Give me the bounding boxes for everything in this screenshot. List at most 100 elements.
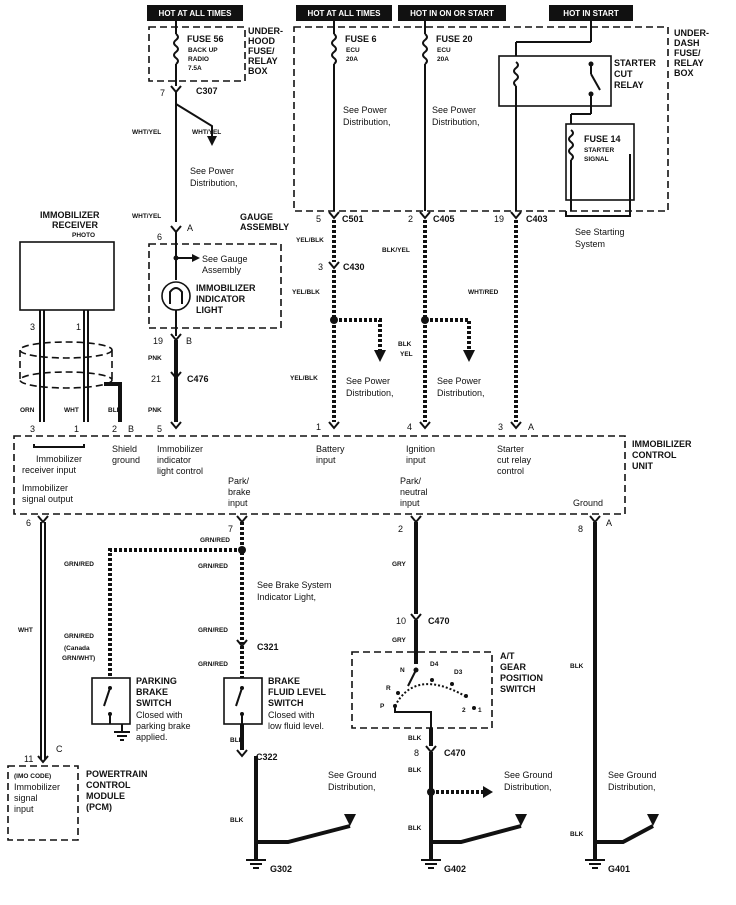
header-label: HOT AT ALL TIMES bbox=[159, 9, 233, 18]
connector-symbol bbox=[236, 749, 248, 758]
starter-cut-relay-label: RELAY bbox=[614, 80, 644, 90]
arrow-down-icon bbox=[374, 350, 386, 362]
icu-pin-desc: indicator bbox=[157, 455, 191, 465]
wire-color-label: YEL bbox=[400, 351, 413, 358]
arrow-down-icon bbox=[463, 350, 475, 362]
icu-pin-desc: Park/ bbox=[400, 476, 422, 486]
pcm-imo-code: (IMO CODE) bbox=[14, 773, 51, 780]
arrow-right-icon bbox=[192, 254, 200, 262]
brake-fluid-switch-title: BRAKE bbox=[268, 676, 300, 686]
wire-blk-ground-branch bbox=[595, 824, 654, 844]
immobilizer-indicator-light-label: INDICATOR bbox=[196, 294, 246, 304]
underhood-title: BOX bbox=[248, 66, 268, 76]
header-hot-in-start: HOT IN START bbox=[549, 5, 633, 21]
wire-color-label: WHT/YEL bbox=[132, 213, 161, 220]
icu-pin-desc: input bbox=[406, 455, 426, 465]
pin-label: 2 bbox=[112, 424, 117, 434]
connector-symbol bbox=[589, 515, 601, 524]
indicator-bulb-icon bbox=[161, 281, 191, 311]
parking-brake-switch-desc: applied. bbox=[136, 732, 168, 742]
connector-symbol bbox=[170, 421, 182, 430]
pin-label: 3 bbox=[498, 422, 503, 432]
pin-label: 7 bbox=[160, 88, 165, 98]
fuse-20-desc: ECU bbox=[437, 47, 451, 54]
pin-label: 2 bbox=[408, 214, 413, 224]
underdash-title: DASH bbox=[674, 38, 700, 48]
immobilizer-indicator-light-label: LIGHT bbox=[196, 305, 223, 315]
ref-ground-distribution: Distribution, bbox=[328, 782, 376, 792]
wire-color-label: GRN/RED bbox=[64, 633, 94, 640]
header-label: HOT IN START bbox=[563, 9, 619, 18]
connector-symbol bbox=[328, 261, 340, 270]
pcm-title: (PCM) bbox=[86, 802, 112, 812]
ground-g302: G302 bbox=[270, 864, 292, 874]
pin-label: B bbox=[186, 336, 192, 346]
pin-label: 2 bbox=[398, 524, 403, 534]
icu-pin-desc: input bbox=[316, 455, 336, 465]
wire-color-label: BLK bbox=[398, 341, 412, 348]
icu-pin-desc: input bbox=[228, 498, 248, 508]
wire-color-label: BLK bbox=[230, 737, 244, 744]
ref-power-distribution: See Power bbox=[343, 105, 387, 115]
wire-color-label: BLK bbox=[570, 663, 584, 670]
wire-color-label: WHT bbox=[64, 407, 79, 414]
ground-icon bbox=[114, 731, 130, 741]
ground-g401: G401 bbox=[608, 864, 630, 874]
connector-symbol bbox=[328, 421, 340, 430]
wire-color-label: GRN/RED bbox=[198, 661, 228, 668]
icu-pin-desc: Immobilizer bbox=[36, 454, 82, 464]
pin-label: 4 bbox=[407, 422, 412, 432]
pin-label: 6 bbox=[26, 518, 31, 528]
fuse-6-desc: ECU bbox=[346, 47, 360, 54]
wire-color-label: WHT bbox=[18, 627, 33, 634]
underhood-fuse-relay-box: FUSE 56 BACK UP RADIO 7.5A UNDER- HOOD F… bbox=[148, 21, 283, 86]
ref-ground-distribution: See Ground bbox=[328, 770, 377, 780]
wire-color-label: YEL/BLK bbox=[296, 237, 324, 244]
ground-icon bbox=[246, 859, 266, 869]
pin-label: 21 bbox=[151, 374, 161, 384]
connector-symbol bbox=[419, 211, 431, 220]
underhood-title: HOOD bbox=[248, 36, 276, 46]
wire-color-label: BLK bbox=[230, 817, 244, 824]
icu-pin-desc: Ground bbox=[573, 498, 603, 508]
header-hot-in-on-or-start: HOT IN ON OR START bbox=[398, 5, 506, 21]
icu-title: IMMOBILIZER bbox=[632, 439, 692, 449]
pin-label: 3 bbox=[318, 262, 323, 272]
gear-position-p: P bbox=[380, 703, 385, 710]
wire-yel-blk-branch bbox=[334, 318, 382, 350]
ground-g402: G402 bbox=[444, 864, 466, 874]
pin-label: A bbox=[187, 223, 193, 233]
gear-switch-title: POSITION bbox=[500, 673, 543, 683]
wire-color-label: GRN/RED bbox=[200, 537, 230, 544]
bracket bbox=[33, 444, 85, 448]
immobilizer-indicator-light-label: IMMOBILIZER bbox=[196, 283, 256, 293]
pin-label: A bbox=[606, 518, 612, 528]
wire-color-label: GRY bbox=[392, 561, 407, 568]
connector-symbol bbox=[510, 211, 522, 220]
icu-pin-desc: receiver input bbox=[22, 465, 77, 475]
pcm-title: CONTROL bbox=[86, 780, 131, 790]
icu-pin-desc: light control bbox=[157, 466, 203, 476]
icu-pin-desc: Shield bbox=[112, 444, 137, 454]
connector-c470: C470 bbox=[444, 748, 466, 758]
gear-switch-title: GEAR bbox=[500, 662, 527, 672]
ref-power-distribution: Distribution, bbox=[437, 388, 485, 398]
starter-cut-relay-label: STARTER bbox=[614, 58, 656, 68]
ref-starting-system: See Starting bbox=[575, 227, 625, 237]
pin-label: A bbox=[528, 422, 534, 432]
connector-symbol bbox=[170, 85, 182, 94]
wire-color-label: PNK bbox=[148, 407, 162, 414]
header-label: HOT IN ON OR START bbox=[410, 9, 494, 18]
underdash-title: RELAY bbox=[674, 58, 704, 68]
wire-color-label: GRN/RED bbox=[198, 627, 228, 634]
connector-symbol bbox=[425, 745, 437, 754]
gauge-assembly: See Gauge Assembly IMMOBILIZER INDICATOR… bbox=[148, 232, 282, 336]
connector-c476: C476 bbox=[187, 374, 209, 384]
underdash-fuse-relay-box: FUSE 6 ECU 20A See Power Distribution, F… bbox=[293, 21, 709, 212]
wire-blk-shield bbox=[104, 382, 122, 422]
pin-label: 6 bbox=[157, 232, 162, 242]
wire-blk-yel-branch bbox=[425, 318, 471, 350]
fuse-56-desc: 7.5A bbox=[188, 65, 202, 72]
immobilizer-control-unit bbox=[13, 435, 626, 515]
header-hot-at-all-times-1: HOT AT ALL TIMES bbox=[147, 5, 243, 21]
